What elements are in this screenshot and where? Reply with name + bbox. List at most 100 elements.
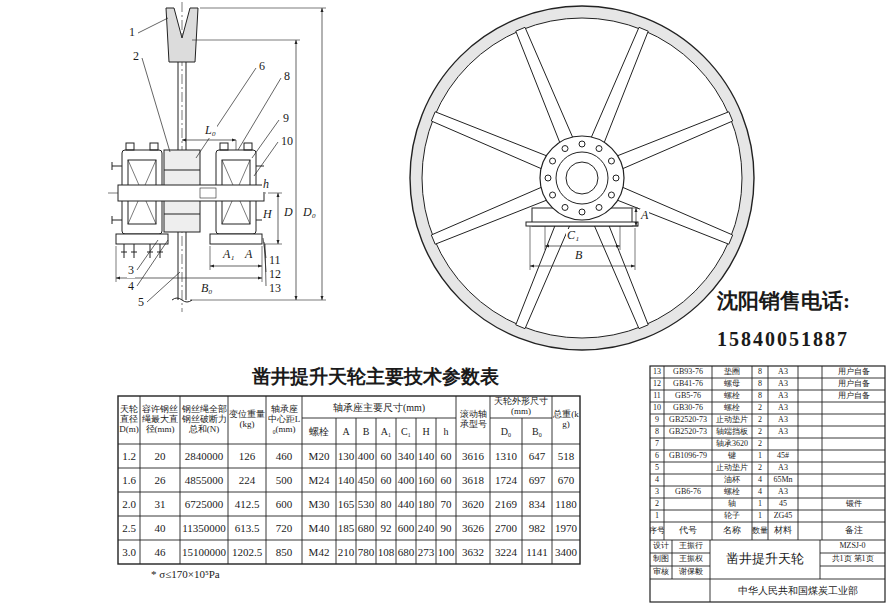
parts-rule: [650, 498, 885, 499]
hub-inner: [556, 152, 608, 204]
parts-rule: [768, 366, 769, 540]
title-block-rule: [710, 540, 711, 602]
table-rule: [180, 396, 181, 564]
parts-cell: GB30-76: [664, 402, 712, 414]
table-cell: 3616: [456, 444, 490, 468]
table-header: 容许钢丝绳最大直径(mm): [140, 396, 180, 444]
table-cell: 3400: [552, 540, 580, 564]
parts-rule: [798, 366, 799, 540]
table-cell: 1970: [552, 516, 580, 540]
parts-cell: 轮子: [712, 510, 752, 522]
table-cell: 720: [266, 516, 302, 540]
table-cell: 160: [416, 468, 436, 492]
table-cell: 273: [416, 540, 436, 564]
title-block-text: 设计: [650, 540, 672, 553]
side-view: [210, 266, 262, 267]
table-rule: [302, 418, 456, 419]
callout-number: 6: [258, 60, 266, 74]
side-view: [142, 58, 170, 152]
title-block-rule: [650, 566, 710, 567]
side-view: [116, 246, 117, 282]
table-rule: [266, 396, 267, 564]
parts-cell: GB5-76: [664, 390, 712, 402]
parts-header: 数量: [752, 522, 768, 540]
table-cell: 3620: [456, 492, 490, 516]
parts-cell: 锻件: [822, 498, 885, 510]
callout-number: 3: [127, 264, 135, 278]
title-block-text: 王振行: [672, 540, 710, 553]
hub: [540, 136, 624, 220]
parts-cell: 1: [752, 510, 768, 522]
callout-number: 11: [268, 254, 282, 268]
side-view: [118, 185, 264, 201]
table-cell: 440: [396, 492, 416, 516]
table-cell: 70: [436, 492, 456, 516]
table-rule: [118, 468, 580, 469]
side-view: [252, 120, 279, 158]
dimension-label: H: [262, 208, 273, 222]
table-cell: M20: [302, 444, 336, 468]
table-cell: 982: [522, 516, 552, 540]
bolt: [550, 158, 556, 164]
bolt: [613, 175, 619, 181]
table-cell: 224: [228, 468, 266, 492]
parts-cell: A3: [768, 378, 798, 390]
parts-cell: 2: [752, 438, 768, 450]
parts-rule: [650, 540, 885, 541]
table-cell: 530: [356, 492, 376, 516]
table-cell: 46: [140, 540, 180, 564]
parts-rule: [650, 462, 885, 463]
table-header: 天轮外形尺寸(mm): [490, 396, 552, 418]
front-view-dimensions: [545, 246, 620, 247]
table-header: 变位重量(kg): [228, 396, 266, 444]
side-view: [108, 2, 326, 312]
table-rule: [118, 540, 580, 541]
table-cell: 670: [552, 468, 580, 492]
table-cell: 1202.5: [228, 540, 266, 564]
table-header: D₀: [490, 418, 522, 444]
table-cell: 130: [336, 444, 356, 468]
title-block-rule: [672, 540, 673, 579]
callout-number: 8: [283, 70, 291, 84]
parts-cell: 螺栓: [712, 486, 752, 498]
parts-cell: 2: [650, 498, 664, 510]
parts-rule: [822, 366, 823, 540]
bolt: [579, 141, 585, 147]
table-cell: 340: [396, 444, 416, 468]
parts-rule: [752, 366, 753, 540]
side-view: [121, 252, 163, 253]
parts-rule: [650, 378, 885, 379]
table-rule: [490, 396, 491, 564]
parts-cell: 止动垫片: [712, 414, 752, 426]
parts-cell: 12: [650, 378, 664, 390]
side-view: [166, 8, 198, 62]
parts-cell: A3: [768, 414, 798, 426]
table-cell: 2169: [490, 492, 522, 516]
table-cell: M42: [302, 540, 336, 564]
parts-cell: 用户自备: [822, 378, 885, 390]
side-view: [178, 62, 186, 150]
title-block-text: 凿井提升天轮: [710, 540, 820, 579]
table-cell: 210: [336, 540, 356, 564]
parts-cell: 4: [752, 474, 768, 486]
table-cell: 26: [140, 468, 180, 492]
parts-cell: A3: [768, 366, 798, 378]
table-cell: 180: [416, 492, 436, 516]
side-view: [182, 140, 236, 141]
table-cell: 680: [356, 516, 376, 540]
side-view: [126, 143, 134, 150]
parts-cell: GB1096-79: [664, 450, 712, 462]
side-view: [278, 193, 279, 244]
side-view: [164, 214, 200, 215]
table-header: h: [436, 418, 456, 444]
table-cell: 140: [336, 468, 356, 492]
parts-cell: 用户自备: [822, 366, 885, 378]
callout-number: 5: [137, 296, 145, 310]
side-view: [192, 40, 300, 41]
table-cell: 60: [436, 468, 456, 492]
parts-rule: [650, 474, 885, 475]
parts-cell: GB6-76: [664, 486, 712, 498]
parts-rule: [650, 390, 885, 391]
table-cell: 412.5: [228, 492, 266, 516]
parts-cell: A3: [768, 390, 798, 402]
